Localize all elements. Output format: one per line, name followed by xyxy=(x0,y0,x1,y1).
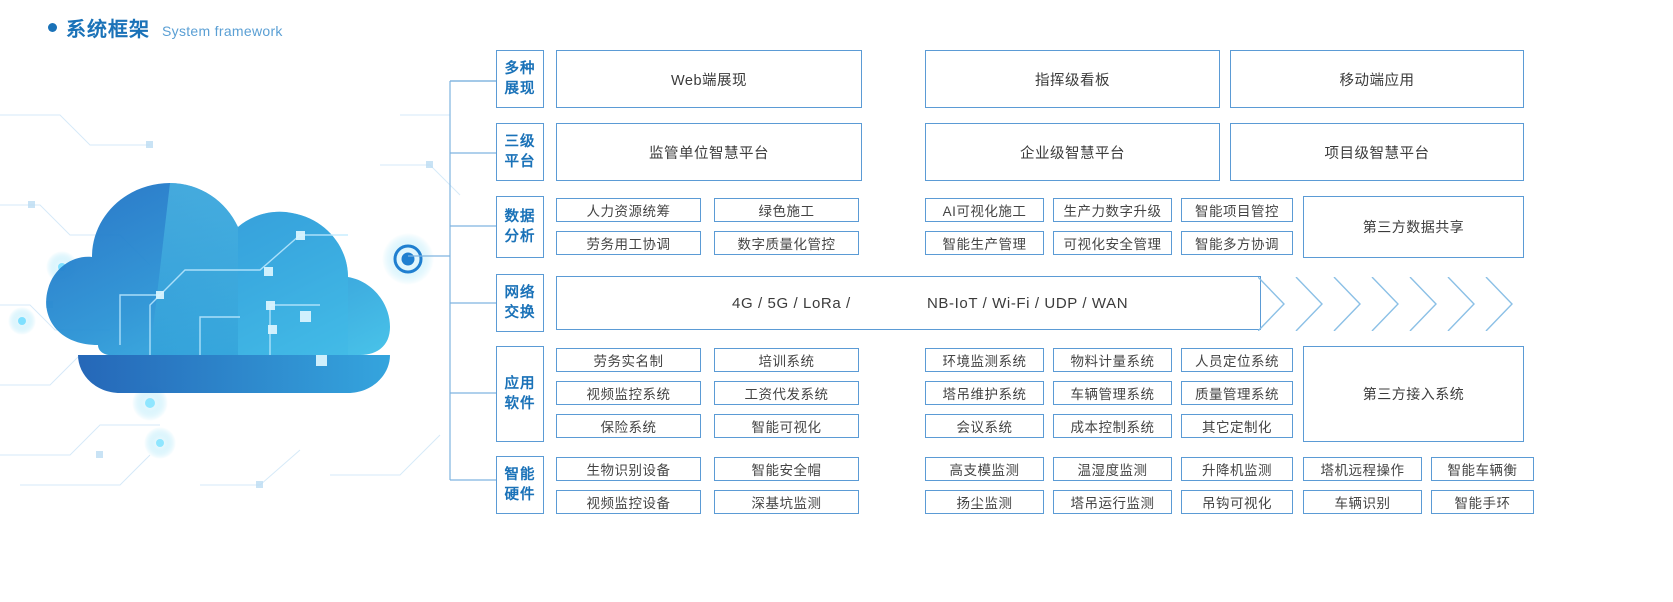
cell-ai-visual-construction[interactable]: AI可视化施工 xyxy=(925,198,1044,222)
cell-quality-management-system[interactable]: 质量管理系统 xyxy=(1181,381,1293,405)
cell-smart-vehicle-scale[interactable]: 智能车辆衡 xyxy=(1431,457,1534,481)
cell-smart-visualization[interactable]: 智能可视化 xyxy=(714,414,859,438)
row-label-line: 交换 xyxy=(504,305,536,321)
cell-project-platform[interactable]: 项目级智慧平台 xyxy=(1230,123,1524,181)
connector-tree xyxy=(408,48,508,508)
row-label-line: 三级 xyxy=(504,134,536,150)
network-text-2: NB-IoT / Wi-Fi / UDP / WAN xyxy=(927,294,1129,312)
row-label-line: 硬件 xyxy=(504,487,536,503)
page-title-en: System framework xyxy=(162,23,283,39)
cell-crane-maintenance-system[interactable]: 塔吊维护系统 xyxy=(925,381,1044,405)
cell-green-construction[interactable]: 绿色施工 xyxy=(714,198,859,222)
row-label-line: 软件 xyxy=(504,396,536,412)
cell-biometric-device[interactable]: 生物识别设备 xyxy=(556,457,701,481)
cell-visual-safety-mgmt[interactable]: 可视化安全管理 xyxy=(1053,231,1172,255)
cell-material-metering-system[interactable]: 物料计量系统 xyxy=(1053,348,1172,372)
cell-smart-production-mgmt[interactable]: 智能生产管理 xyxy=(925,231,1044,255)
cell-lift-monitoring[interactable]: 升降机监测 xyxy=(1181,457,1293,481)
row-label-display: 多种 展现 xyxy=(496,50,544,108)
cell-third-party-access-system[interactable]: 第三方接入系统 xyxy=(1303,346,1524,442)
cell-personnel-positioning-system[interactable]: 人员定位系统 xyxy=(1181,348,1293,372)
cell-video-surveillance-system[interactable]: 视频监控系统 xyxy=(556,381,701,405)
cell-enterprise-platform[interactable]: 企业级智慧平台 xyxy=(925,123,1220,181)
cell-smart-project-control[interactable]: 智能项目管控 xyxy=(1181,198,1293,222)
cell-deep-foundation-pit-monitoring[interactable]: 深基坑监测 xyxy=(714,490,859,514)
row-label-platform: 三级 平台 xyxy=(496,123,544,181)
cell-hook-visualization[interactable]: 吊钩可视化 xyxy=(1181,490,1293,514)
row-label-network: 网络 交换 xyxy=(496,274,544,332)
cell-web-display[interactable]: Web端展现 xyxy=(556,50,862,108)
cell-smart-wristband[interactable]: 智能手环 xyxy=(1431,490,1534,514)
cloud-computing-illustration xyxy=(0,55,470,525)
cell-crane-operation-monitoring[interactable]: 塔吊运行监测 xyxy=(1053,490,1172,514)
row-label-line: 平台 xyxy=(504,154,536,170)
cell-labor-realname[interactable]: 劳务实名制 xyxy=(556,348,701,372)
cell-vehicle-management-system[interactable]: 车辆管理系统 xyxy=(1053,381,1172,405)
cell-cost-control-system[interactable]: 成本控制系统 xyxy=(1053,414,1172,438)
cell-hr-coordination[interactable]: 人力资源统筹 xyxy=(556,198,701,222)
cell-tower-crane-remote-operation[interactable]: 塔机远程操作 xyxy=(1303,457,1422,481)
row-label-line: 数据 xyxy=(504,209,536,225)
cell-payroll-system[interactable]: 工资代发系统 xyxy=(714,381,859,405)
row-label-line: 多种 xyxy=(504,61,536,77)
row-label-line: 应用 xyxy=(504,376,536,392)
page-title: 系统框架 System framework xyxy=(48,13,283,42)
cell-mobile-app[interactable]: 移动端应用 xyxy=(1230,50,1524,108)
page-title-zh: 系统框架 xyxy=(66,19,150,41)
cell-regulator-platform[interactable]: 监管单位智慧平台 xyxy=(556,123,862,181)
chevron-right-icons xyxy=(1258,277,1558,331)
row-label-line: 智能 xyxy=(504,467,536,483)
row-label-line: 展现 xyxy=(504,81,536,97)
row-label-line: 网络 xyxy=(504,285,536,301)
row-label-application-software: 应用 软件 xyxy=(496,346,544,442)
cell-other-customization[interactable]: 其它定制化 xyxy=(1181,414,1293,438)
row-label-smart-hardware: 智能 硬件 xyxy=(496,456,544,514)
cell-video-surveillance-device[interactable]: 视频监控设备 xyxy=(556,490,701,514)
network-text-1: 4G / 5G / LoRa / xyxy=(732,294,851,312)
cell-command-dashboard[interactable]: 指挥级看板 xyxy=(925,50,1220,108)
cell-dust-monitoring[interactable]: 扬尘监测 xyxy=(925,490,1044,514)
cell-training-system[interactable]: 培训系统 xyxy=(714,348,859,372)
cell-temp-humidity-monitoring[interactable]: 温湿度监测 xyxy=(1053,457,1172,481)
cell-insurance-system[interactable]: 保险系统 xyxy=(556,414,701,438)
cell-digital-quality-control[interactable]: 数字质量化管控 xyxy=(714,231,859,255)
network-exchange-bar[interactable]: 4G / 5G / LoRa / NB-IoT / Wi-Fi / UDP / … xyxy=(556,276,1261,330)
cell-productivity-digital-upgrade[interactable]: 生产力数字升级 xyxy=(1053,198,1172,222)
row-label-data-analysis: 数据 分析 xyxy=(496,196,544,258)
cell-smart-helmet[interactable]: 智能安全帽 xyxy=(714,457,859,481)
cell-meeting-system[interactable]: 会议系统 xyxy=(925,414,1044,438)
cell-smart-multiparty-coordination[interactable]: 智能多方协调 xyxy=(1181,231,1293,255)
cell-vehicle-recognition[interactable]: 车辆识别 xyxy=(1303,490,1422,514)
cell-third-party-data-sharing[interactable]: 第三方数据共享 xyxy=(1303,196,1524,258)
row-label-line: 分析 xyxy=(504,229,536,245)
dot-icon xyxy=(48,23,57,32)
cell-environment-monitoring-system[interactable]: 环境监测系统 xyxy=(925,348,1044,372)
cell-labor-coordination[interactable]: 劳务用工协调 xyxy=(556,231,701,255)
cell-high-formwork-monitoring[interactable]: 高支模监测 xyxy=(925,457,1044,481)
